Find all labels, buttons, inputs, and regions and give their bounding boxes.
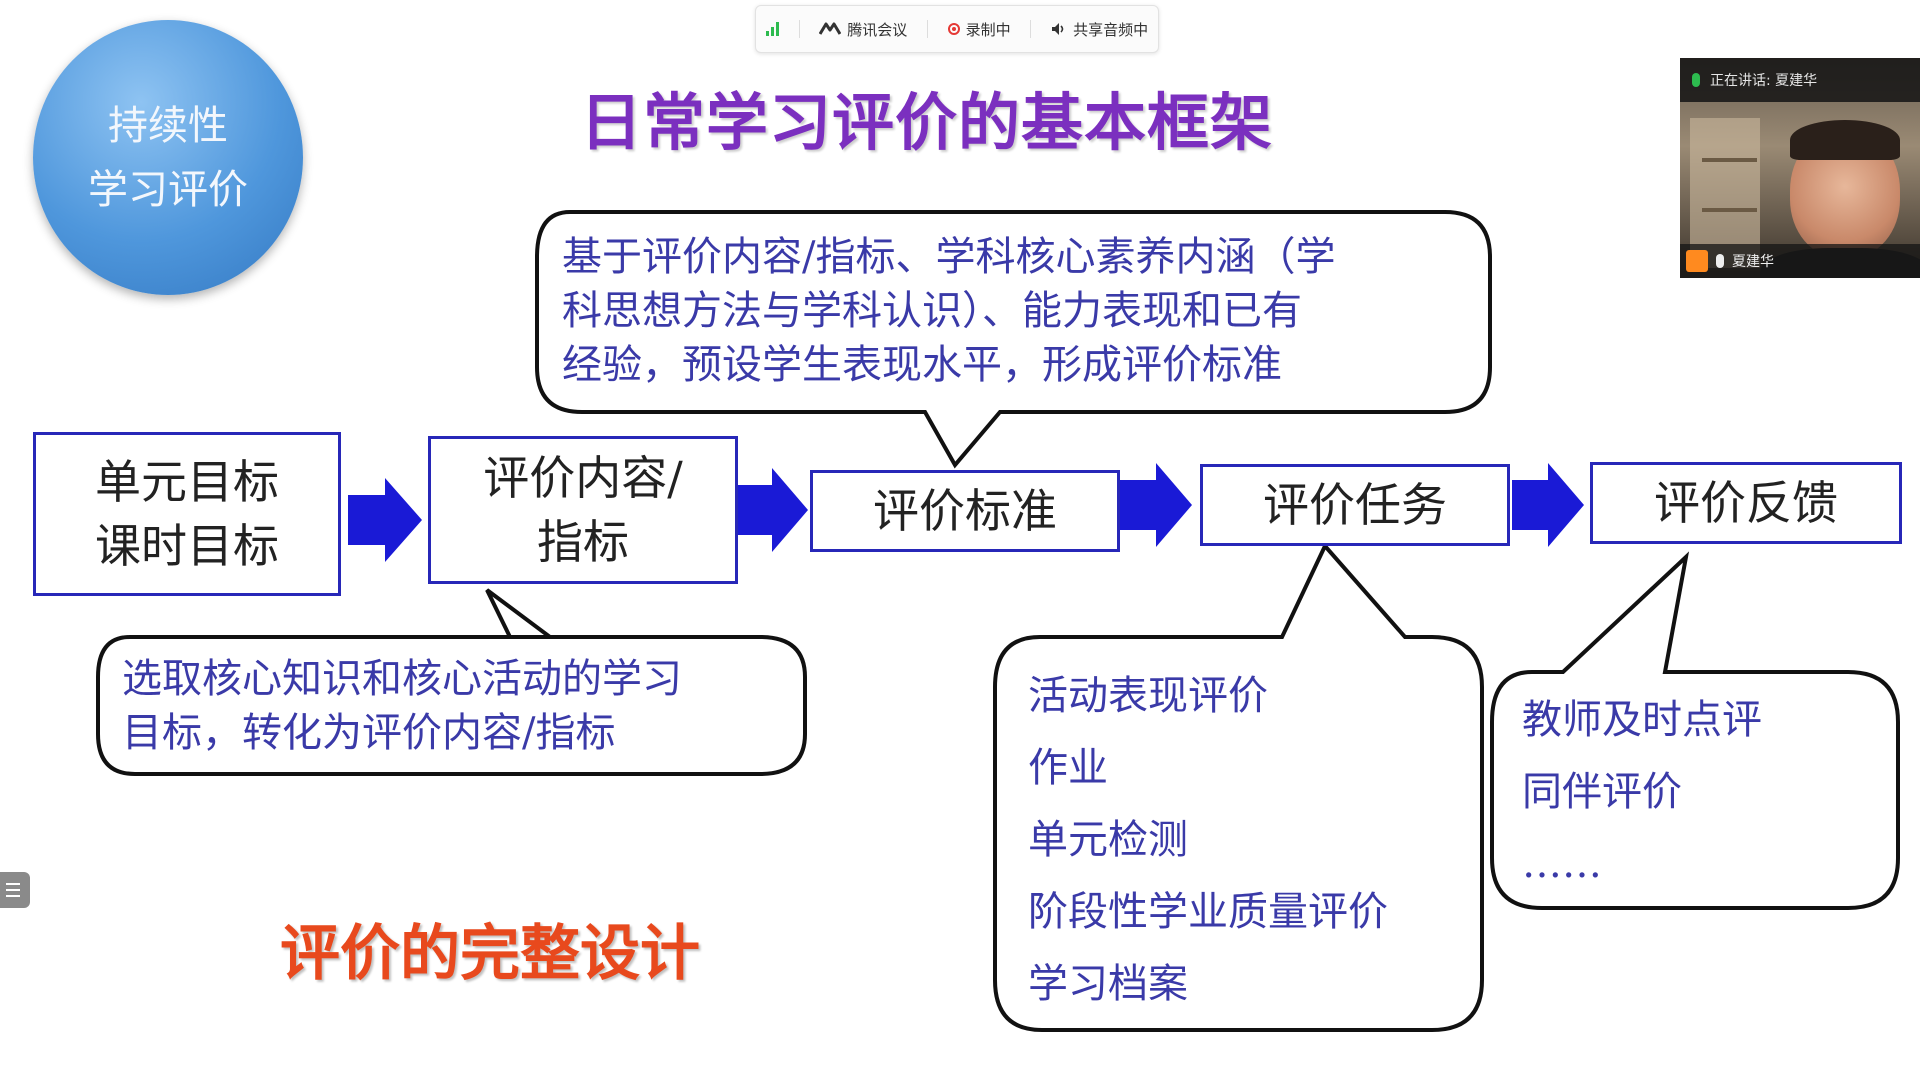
callout-feedback-shape [1490, 551, 1900, 910]
network-signal[interactable] [765, 22, 779, 36]
speaking-status-bar: 正在讲话: 夏建华 [1680, 58, 1920, 102]
separator [926, 20, 928, 38]
tencent-meeting-logo-icon [819, 22, 842, 35]
callout-standard-line2: 科思想方法与学科认识）、能力表现和已有 [562, 288, 1302, 334]
speaking-label: 正在讲话: 夏建华 [1710, 73, 1818, 89]
mic-icon [1716, 254, 1724, 268]
feedback-item: 同伴评价 [1522, 769, 1682, 815]
shelf-line [1702, 158, 1757, 162]
task-item: 单元检测 [1028, 817, 1188, 863]
flow-box-standard: 评价标准 [810, 470, 1120, 552]
flow-box-tasks: 评价任务 [1200, 464, 1510, 546]
shelf-line [1702, 208, 1757, 212]
topic-badge: 持续性 学习评价 [33, 20, 303, 295]
menu-line-icon [6, 883, 20, 885]
signal-icon [765, 22, 779, 36]
flow-box-feedback-label: 评价反馈 [1654, 476, 1838, 530]
feedback-item: …… [1522, 841, 1602, 887]
participant-name: 夏建华 [1732, 254, 1774, 270]
side-menu-handle[interactable] [0, 872, 30, 908]
badge-line-1: 持续性 [108, 102, 228, 149]
meeting-toolbar: 腾讯会议 录制中 共享音频中 [755, 5, 1159, 53]
flow-box-objectives-line1: 单元目标 [95, 455, 279, 509]
callout-content-line1: 选取核心知识和核心活动的学习 [122, 656, 682, 702]
mic-icon [1692, 73, 1700, 87]
user-avatar-icon [1686, 250, 1708, 272]
flow-box-tasks-label: 评价任务 [1263, 478, 1447, 532]
flow-box-objectives-line2: 课时目标 [95, 519, 279, 573]
app-name-item[interactable]: 腾讯会议 [819, 19, 907, 40]
separator [798, 20, 800, 38]
speaker-hair [1790, 120, 1900, 160]
callout-standard-text: 基于评价内容/指标、学科核心素养内涵（学 科思想方法与学科认识）、能力表现和已有… [562, 230, 1335, 392]
flow-arrow-3 [1120, 463, 1192, 547]
flow-box-feedback: 评价反馈 [1590, 462, 1902, 544]
recording-indicator[interactable]: 录制中 [947, 19, 1011, 40]
callout-content-line2: 目标，转化为评价内容/指标 [122, 710, 616, 756]
callout-standard-shape [535, 210, 1492, 469]
bookshelf [1690, 118, 1760, 268]
app-name-label: 腾讯会议 [847, 20, 908, 39]
feedback-item: 教师及时点评 [1522, 697, 1762, 743]
flow-box-objectives: 单元目标 课时目标 [33, 432, 341, 596]
callout-feedback-list: 教师及时点评 同伴评价 …… [1522, 684, 1762, 900]
badge-line-2: 学习评价 [88, 166, 248, 213]
slide-title: 日常学习评价的基本框架 [580, 86, 1274, 159]
task-item: 作业 [1028, 745, 1108, 791]
callout-standard-line1: 基于评价内容/指标、学科核心素养内涵（学 [562, 234, 1336, 280]
callout-standard-line3: 经验，预设学生表现水平，形成评价标准 [562, 342, 1282, 388]
flow-box-standard-label: 评价标准 [873, 484, 1057, 538]
flow-arrow-1 [348, 478, 422, 562]
recording-label: 录制中 [965, 20, 1011, 39]
speaker-icon [1052, 23, 1064, 35]
menu-line-icon [6, 895, 20, 897]
audio-sharing-label: 共享音频中 [1073, 20, 1149, 39]
separator [1030, 20, 1032, 38]
callout-content-text: 选取核心知识和核心活动的学习 目标，转化为评价内容/指标 [122, 652, 682, 760]
record-icon [947, 23, 960, 35]
menu-line-icon [6, 889, 20, 891]
task-item: 学习档案 [1028, 961, 1188, 1007]
task-item: 活动表现评价 [1028, 673, 1268, 719]
speaker-video-panel[interactable]: 正在讲话: 夏建华 夏建华 [1680, 58, 1920, 278]
flow-box-content-line1: 评价内容/ [483, 451, 683, 505]
task-item: 阶段性学业质量评价 [1028, 889, 1388, 935]
flow-arrow-2 [736, 468, 808, 552]
participant-name-bar: 夏建华 [1680, 244, 1920, 278]
callout-tasks-shape [993, 542, 1484, 1032]
flow-box-content: 评价内容/ 指标 [428, 436, 738, 584]
flow-arrow-4 [1512, 463, 1584, 547]
callout-tasks-list: 活动表现评价 作业 单元检测 阶段性学业质量评价 学习档案 [1028, 660, 1388, 1020]
callout-content-shape [96, 588, 807, 776]
slide-subtitle: 评价的完整设计 [280, 919, 700, 989]
audio-sharing-indicator[interactable]: 共享音频中 [1051, 19, 1148, 40]
flow-box-content-line2: 指标 [537, 515, 629, 569]
